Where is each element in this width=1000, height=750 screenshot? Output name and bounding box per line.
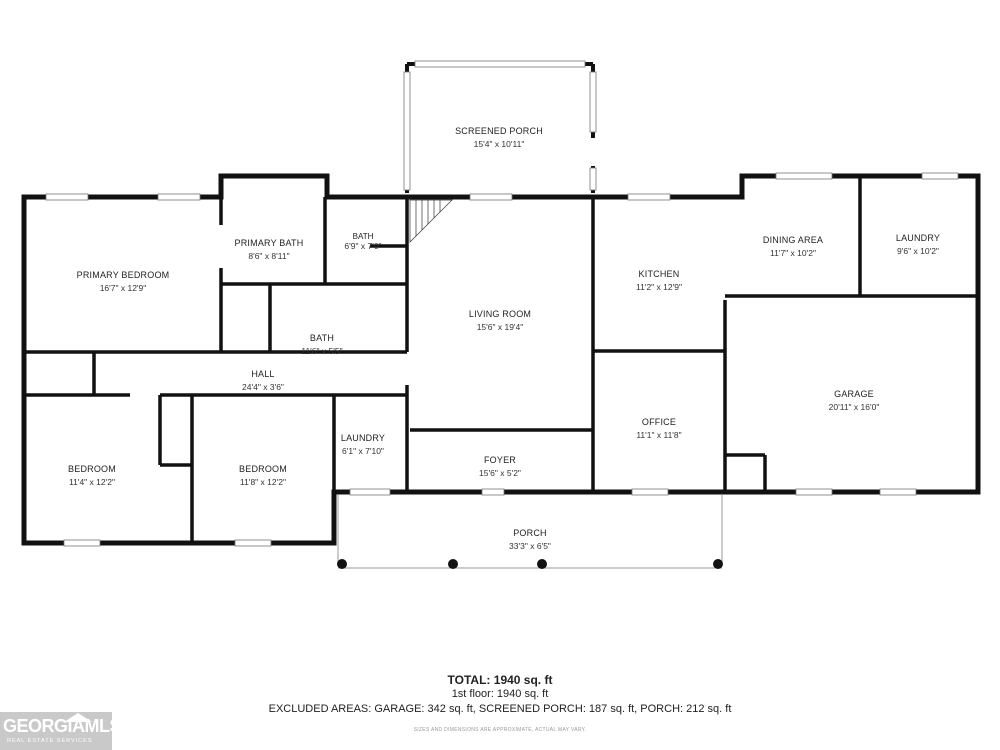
- room-dim-primary-bath: 8'6" x 8'11": [248, 251, 289, 261]
- room-name-dining-area: DINING AREA: [763, 235, 823, 245]
- room-name-bedroom-2: BEDROOM: [239, 464, 287, 474]
- disclaimer-note: SIZES AND DIMENSIONS ARE APPROXIMATE, AC…: [413, 727, 587, 733]
- porch-column: [537, 559, 547, 569]
- room-name-bath-small: BATH: [353, 232, 374, 241]
- room-dim-dining-area: 11'7" x 10'2": [770, 248, 816, 258]
- room-name-primary-bedroom: PRIMARY BEDROOM: [77, 270, 170, 280]
- room-dim-bedroom-2: 11'8" x 12'2": [240, 477, 286, 487]
- room-name-office: OFFICE: [642, 417, 676, 427]
- room-name-screened-porch: SCREENED PORCH: [455, 126, 543, 136]
- room-name-hall: HALL: [251, 369, 274, 379]
- room-labels: SCREENED PORCH 15'4" x 10'11" PRIMARY BE…: [68, 126, 940, 551]
- total-label: TOTAL:: [447, 673, 491, 687]
- room-name-garage: GARAGE: [834, 389, 874, 399]
- front-porch: [337, 495, 723, 569]
- room-dim-screened-porch: 15'4" x 10'11": [474, 139, 525, 149]
- porch-column: [713, 559, 723, 569]
- room-dim-hall: 24'4" x 3'6": [242, 382, 284, 392]
- room-name-kitchen: KITCHEN: [639, 269, 680, 279]
- room-name-foyer: FOYER: [484, 455, 516, 465]
- windows: [45, 172, 959, 547]
- room-dim-office: 11'1" x 11'8": [636, 430, 681, 440]
- exterior-walls: [21, 173, 981, 546]
- porch-column: [337, 559, 347, 569]
- room-dim-foyer: 15'6" x 5'2": [479, 468, 521, 478]
- stairs: [409, 199, 453, 243]
- logo-subtext: REAL ESTATE SERVICES: [7, 738, 93, 744]
- room-dim-living-room: 15'6" x 19'4": [477, 322, 524, 332]
- room-dim-bath-hall: 11'6" x 5'5": [301, 346, 342, 356]
- georgiamls-logo: GEORGIAMLS REAL ESTATE SERVICES: [0, 712, 122, 750]
- room-name-bedroom-1: BEDROOM: [68, 464, 116, 474]
- room-name-living-room: LIVING ROOM: [469, 309, 531, 319]
- room-dim-primary-bedroom: 16'7" x 12'9": [100, 283, 147, 293]
- logo-text: GEORGIAMLS: [3, 716, 122, 736]
- room-name-laundry-left: LAUNDRY: [341, 433, 385, 443]
- room-dim-bath-small: 6'9" x 7'0": [344, 241, 381, 251]
- room-dim-bedroom-1: 11'4" x 12'2": [69, 477, 115, 487]
- first-floor-area: 1st floor: 1940 sq. ft: [451, 688, 549, 700]
- room-dim-kitchen: 11'2" x 12'9": [636, 282, 682, 292]
- porch-column: [448, 559, 458, 569]
- room-dim-laundry-left: 6'1" x 7'10": [342, 446, 384, 456]
- room-dim-laundry-right: 9'6" x 10'2": [897, 246, 939, 256]
- total-value: 1940 sq. ft: [493, 673, 553, 687]
- room-dim-porch: 33'3" x 6'5": [509, 541, 551, 551]
- room-name-bath-hall: BATH: [310, 333, 334, 343]
- room-name-primary-bath: PRIMARY BATH: [235, 238, 304, 248]
- interior-walls: [24, 176, 978, 543]
- house-roof-icon: [64, 713, 92, 722]
- excluded-areas: EXCLUDED AREAS: GARAGE: 342 sq. ft, SCRE…: [268, 703, 732, 715]
- room-name-laundry-right: LAUNDRY: [896, 233, 940, 243]
- room-name-porch: PORCH: [513, 528, 547, 538]
- room-dim-garage: 20'11" x 16'0": [829, 402, 880, 412]
- screened-porch-walls: [403, 60, 597, 193]
- total-area: TOTAL: 1940 sq. ft: [0, 673, 1000, 687]
